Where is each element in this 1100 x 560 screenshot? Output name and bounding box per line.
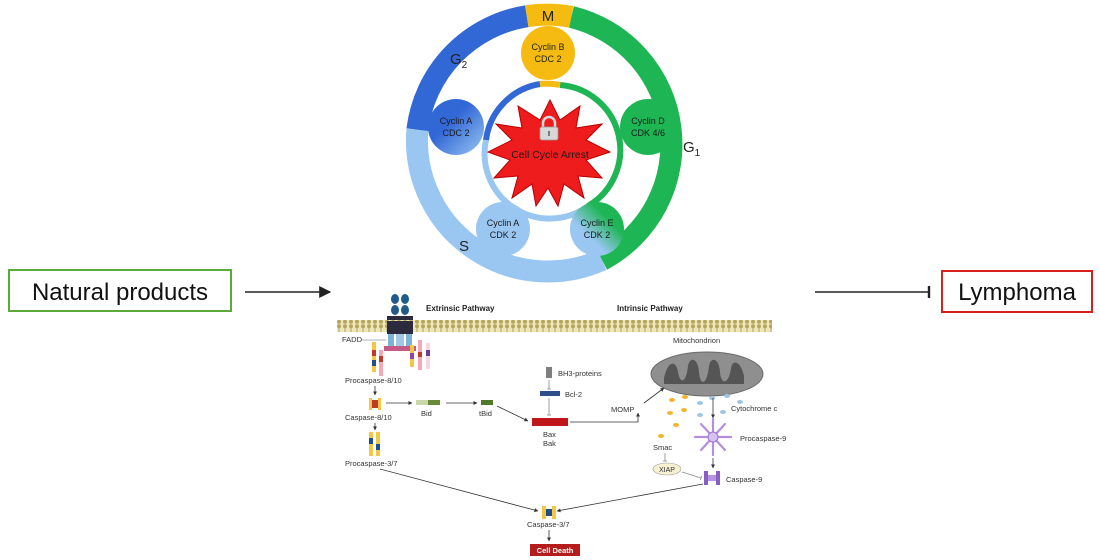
bid-label: Bid [421, 409, 432, 418]
mitochondrion-icon [650, 351, 764, 397]
procaspase-8-stacks [372, 340, 430, 376]
arrow-tbid-to-bax [496, 405, 529, 422]
complex-cyclin-a-g2-line2: CDC 2 [442, 128, 469, 138]
natural-products-box: Natural products [8, 269, 232, 312]
fadd-label: FADD [342, 335, 363, 344]
natural-products-label: Natural products [32, 279, 208, 306]
phase-g1-label: G1 [683, 139, 701, 159]
caspase-8-icon [369, 398, 381, 410]
procaspase-3-icon [369, 432, 380, 456]
apoptosis-pathways: Extrinsic Pathway Intrinsic Pathway FADD [337, 294, 786, 556]
caspase-9-icon [704, 471, 720, 485]
smac-label: Smac [653, 443, 672, 452]
momp-label: MOMP [611, 405, 634, 414]
bak-label: Bak [543, 439, 556, 448]
arrest-starburst [486, 98, 612, 208]
arrest-label: Cell Cycle Arrest [511, 149, 589, 161]
bh3-icon [546, 367, 552, 378]
complex-cyclin-e-line2: CDK 2 [584, 230, 611, 240]
complex-cyclin-b-line2: CDC 2 [534, 54, 561, 64]
phase-s-label: S [459, 238, 469, 255]
complex-cyclin-a-g2-line1: Cyclin A [440, 116, 473, 126]
complex-cyclin-b-line1: Cyclin B [531, 42, 564, 52]
caspase-8-label: Caspase-8/10 [345, 413, 392, 422]
phase-m-arc [525, 3, 574, 28]
tbid-label: tBid [479, 409, 492, 418]
arrow-bax-to-momp [570, 412, 640, 423]
xiap-inhibits-casp9 [681, 471, 702, 481]
procaspase-9-label: Procaspase-9 [740, 434, 786, 443]
lock-icon [539, 115, 559, 141]
caspase-3-label: Caspase-3/7 [527, 520, 570, 529]
bax-label: Bax [543, 430, 556, 439]
complex-cyclin-d: Cyclin D CDK 4/6 [620, 99, 676, 155]
inner-m-arc [539, 80, 561, 88]
arrow-casp9-to-casp3 [556, 483, 704, 513]
complex-cyclin-e: Cyclin E CDK 2 [570, 202, 624, 256]
bh3-label: BH3-proteins [558, 369, 602, 378]
xiap-node: XIAP [652, 462, 682, 476]
cell-cycle-arrest: Cell Cycle Arrest [486, 98, 612, 208]
inner-g2-arc [483, 81, 541, 141]
phase-m-label: M [542, 8, 555, 25]
complex-cyclin-d-line2: CDK 4/6 [631, 128, 665, 138]
intrinsic-title: Intrinsic Pathway [617, 304, 683, 313]
complex-cyclin-a-s-line2: CDK 2 [490, 230, 517, 240]
inner-g1-arc [559, 82, 624, 209]
tbid-icon [481, 400, 493, 405]
caspase-9-label: Caspase-9 [726, 475, 762, 484]
arrow-momp-to-mito [643, 387, 665, 404]
mitochondrion-label: Mitochondrion [673, 336, 720, 345]
complex-cyclin-e-line1: Cyclin E [580, 218, 613, 228]
smac-dots [658, 395, 688, 438]
complex-cyclin-a-g2: Cyclin A CDC 2 [428, 99, 484, 155]
death-receptor [384, 294, 416, 351]
phase-g2-label: G2 [450, 51, 468, 71]
cytochrome-c-dots [697, 394, 743, 417]
caspase-3-icon [542, 506, 556, 519]
lymphoma-label: Lymphoma [958, 279, 1076, 306]
lymphoma-box: Lymphoma [941, 270, 1093, 313]
cell-death-label: Cell Death [537, 546, 574, 555]
xiap-label: XIAP [659, 467, 675, 474]
phase-g2-arc [406, 5, 529, 132]
cell-membrane [337, 320, 772, 332]
cell-cycle: M G2 G1 S Cyclin B CDC 2 Cyclin D CDK 4/… [405, 3, 701, 283]
procaspase-8-label: Procaspase-8/10 [345, 376, 402, 385]
cytochrome-c-label: Cytochrome c [731, 404, 778, 413]
extrinsic-title: Extrinsic Pathway [426, 304, 495, 313]
complex-cyclin-d-line1: Cyclin D [631, 116, 665, 126]
bid-icon [416, 400, 440, 405]
cell-death-box: Cell Death [530, 544, 580, 556]
bcl2-label: Bcl-2 [565, 390, 582, 399]
complex-cyclin-b: Cyclin B CDC 2 [521, 26, 575, 80]
procaspase-3-label: Procaspase-3/7 [345, 459, 398, 468]
arrow-procasp3-to-casp3 [379, 468, 539, 513]
apoptosome-icon [693, 417, 733, 457]
bcl2-icon [540, 391, 560, 396]
complex-cyclin-a-s: Cyclin A CDK 2 [476, 202, 530, 256]
phase-s-arc [405, 128, 607, 283]
complex-cyclin-a-s-line1: Cyclin A [487, 218, 520, 228]
bax-bak-icon [532, 418, 568, 426]
